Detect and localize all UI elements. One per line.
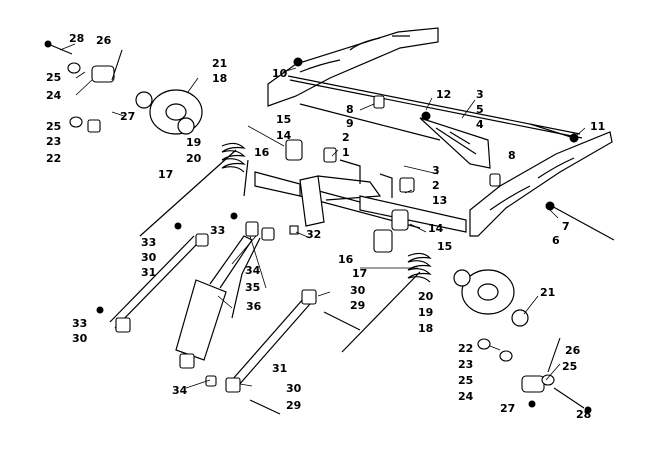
frame-rails xyxy=(267,27,615,241)
callout-c29b: 29 xyxy=(286,399,301,412)
callout-c20b: 20 xyxy=(418,290,434,303)
callout-c8b: 8 xyxy=(508,149,516,162)
callout-c14b: 14 xyxy=(428,222,444,235)
callout-c24b: 24 xyxy=(458,390,474,403)
callout-c4: 4 xyxy=(476,118,484,131)
callout-c22b: 22 xyxy=(458,342,473,355)
callout-c25d: 25 xyxy=(562,360,577,373)
callout-c5: 5 xyxy=(476,103,484,116)
callout-c30d: 30 xyxy=(286,382,302,395)
callout-c34a: 34 xyxy=(245,264,261,277)
callout-c9: 9 xyxy=(346,117,354,130)
callout-c16a: 16 xyxy=(254,146,270,159)
callout-c30a: 30 xyxy=(141,251,157,264)
callout-c23b: 23 xyxy=(458,358,473,371)
callout-c27a: 27 xyxy=(120,110,135,123)
callout-c1: 1 xyxy=(342,146,350,159)
callout-c26b: 26 xyxy=(565,344,581,357)
callout-c30b: 30 xyxy=(350,284,366,297)
callout-c11: 11 xyxy=(590,120,605,133)
callout-c28b: 28 xyxy=(576,408,591,421)
callout-c24a: 24 xyxy=(46,89,62,102)
callout-c36: 36 xyxy=(246,300,262,313)
callout-c15b: 15 xyxy=(437,240,452,253)
callout-c17a: 17 xyxy=(158,168,173,181)
callout-c34b: 34 xyxy=(172,384,188,397)
callout-c19a: 19 xyxy=(186,136,201,149)
callout-c33b: 33 xyxy=(141,236,156,249)
callout-c21a: 21 xyxy=(212,57,227,70)
callout-c35: 35 xyxy=(245,281,260,294)
callout-c2a: 2 xyxy=(342,131,350,144)
callout-c2b: 2 xyxy=(432,179,440,192)
callout-c31a: 31 xyxy=(141,266,156,279)
suspension-arms xyxy=(109,117,491,387)
callout-c13: 13 xyxy=(432,194,447,207)
callout-c3a: 3 xyxy=(476,88,484,101)
callout-c15a: 15 xyxy=(276,113,291,126)
callout-c10: 10 xyxy=(272,67,288,80)
callout-c19b: 19 xyxy=(418,306,433,319)
callout-c25c: 25 xyxy=(458,374,473,387)
wheels xyxy=(135,89,529,327)
callout-c29a: 29 xyxy=(350,299,365,312)
callout-c27b: 27 xyxy=(500,402,515,415)
callout-c21b: 21 xyxy=(540,286,555,299)
callout-c33a: 33 xyxy=(210,224,225,237)
callout-c12: 12 xyxy=(436,88,451,101)
callout-c18a: 18 xyxy=(212,72,227,85)
callout-c25b: 25 xyxy=(46,120,61,133)
callout-labels: 28 26 25 24 21 18 27 25 23 22 19 20 17 1… xyxy=(46,32,605,421)
callout-c7: 7 xyxy=(562,220,570,233)
callout-c3b: 3 xyxy=(432,164,440,177)
callout-c32: 32 xyxy=(306,228,321,241)
callout-c16b: 16 xyxy=(338,253,354,266)
bolts-and-nuts xyxy=(44,40,592,414)
callout-c31b: 31 xyxy=(272,362,287,375)
callout-c26a: 26 xyxy=(96,34,112,47)
callout-c8a: 8 xyxy=(346,103,354,116)
callout-c28a: 28 xyxy=(69,32,84,45)
callout-c17b: 17 xyxy=(352,267,367,280)
callout-c6: 6 xyxy=(552,234,560,247)
springs xyxy=(221,142,432,283)
leader-lines xyxy=(59,43,586,389)
callout-c20a: 20 xyxy=(186,152,202,165)
callout-c33c: 33 xyxy=(72,317,87,330)
callout-c30c: 30 xyxy=(72,332,88,345)
small-parts xyxy=(47,43,585,415)
callout-c18b: 18 xyxy=(418,322,433,335)
callout-c23a: 23 xyxy=(46,135,61,148)
callout-c14a: 14 xyxy=(276,129,292,142)
callout-c25a: 25 xyxy=(46,71,61,84)
callout-c22a: 22 xyxy=(46,152,61,165)
